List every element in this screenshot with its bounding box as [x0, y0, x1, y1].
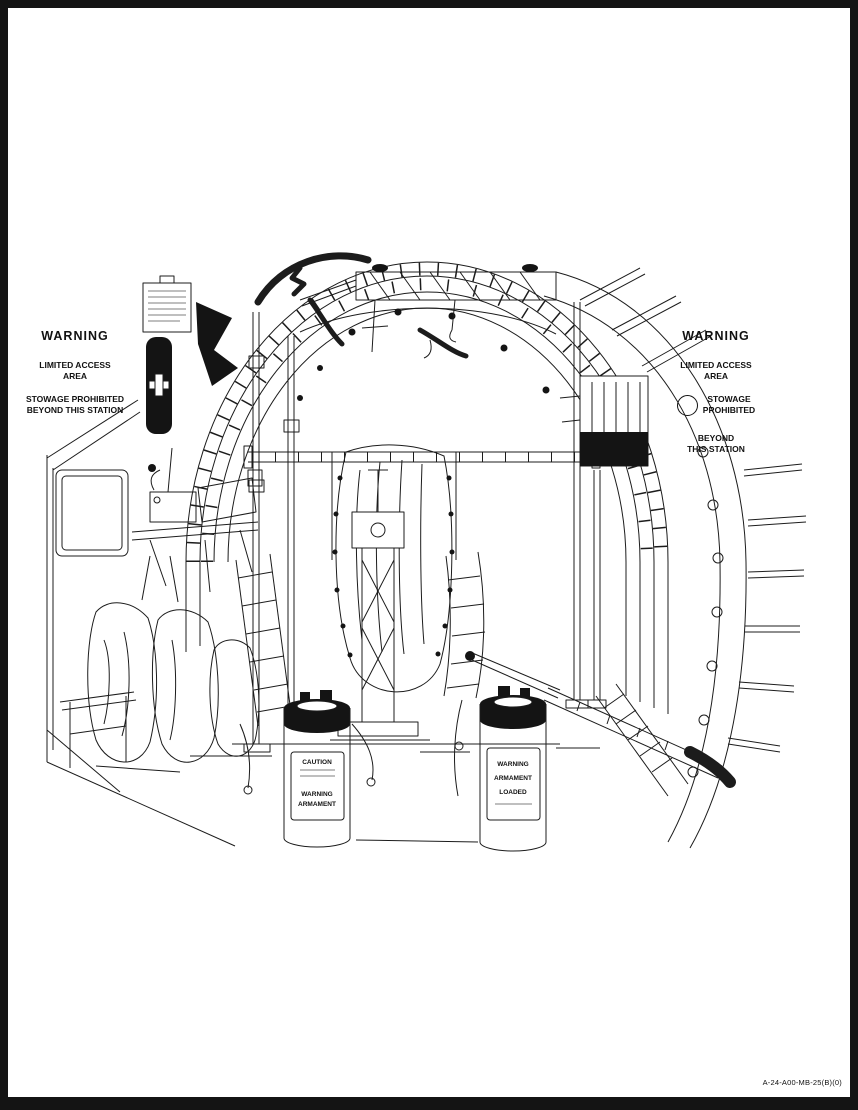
canister-caution-text: CAUTION	[302, 759, 332, 766]
equipment-panel-right	[559, 375, 649, 467]
rib-ladder-center-right	[443, 551, 486, 699]
stowage-line1-left: STOWAGE PROHIBITED	[25, 394, 125, 404]
beyond-line2-right: THIS STATION	[687, 444, 745, 454]
support-posts	[243, 302, 607, 753]
canister-armament-text: ARMAMENT	[298, 801, 336, 808]
chute-mount	[330, 469, 430, 741]
warning-label-left: WARNING LIMITED ACCESS AREA STOWAGE PROH…	[4, 329, 146, 416]
left-wall	[46, 399, 236, 847]
boom-tube	[465, 651, 736, 788]
center-tunnel-cover	[332, 444, 455, 693]
stowage-bags	[87, 539, 260, 763]
right-ring-frame	[543, 267, 807, 849]
lashing-straps	[239, 699, 464, 797]
troop-seat-frame	[59, 691, 137, 768]
armament-canister-left: CAUTION WARNING ARMAMENT	[283, 690, 351, 848]
armament-canister-right: WARNING ARMAMENT LOADED	[479, 686, 547, 852]
limited-access-line2-right: AREA	[703, 371, 729, 381]
canister-warning-text: WARNING	[301, 791, 332, 798]
canister2-armament-text: ARMAMENT	[494, 775, 532, 782]
figure-code: A-24-A00-MB-25(B)(0)	[762, 1078, 842, 1087]
fuselage-arch-frames	[185, 261, 669, 714]
instruction-placard	[142, 275, 192, 333]
warning-title-left: WARNING	[41, 329, 109, 343]
warning-label-right: WARNING LIMITED ACCESS AREA STOWAGE PROH…	[648, 329, 784, 455]
stowage-line2-right: PROHIBITED	[702, 405, 756, 415]
stowage-line1-right: STOWAGE	[707, 394, 751, 404]
canister2-loaded-text: LOADED	[499, 789, 527, 796]
canister2-warning-text: WARNING	[497, 761, 528, 768]
limited-access-line1-right: LIMITED ACCESS	[680, 360, 752, 370]
cabin-floor	[95, 743, 600, 843]
rib-ladder-lower-right	[595, 683, 689, 797]
station-symbol-circle	[676, 394, 698, 416]
left-shelf-equipment	[131, 447, 263, 587]
stowage-line2-left: BEYOND THIS STATION	[26, 405, 124, 415]
warning-title-right: WARNING	[682, 329, 750, 343]
beyond-line1-right: BEYOND	[697, 433, 735, 443]
overhead-beam	[299, 264, 557, 353]
limited-access-line2-left: AREA	[62, 371, 88, 381]
limited-access-symbol-left	[146, 337, 172, 434]
limited-access-line1-left: LIMITED ACCESS	[39, 360, 111, 370]
rib-ladder-left	[235, 553, 293, 727]
cable-straps	[196, 252, 469, 386]
